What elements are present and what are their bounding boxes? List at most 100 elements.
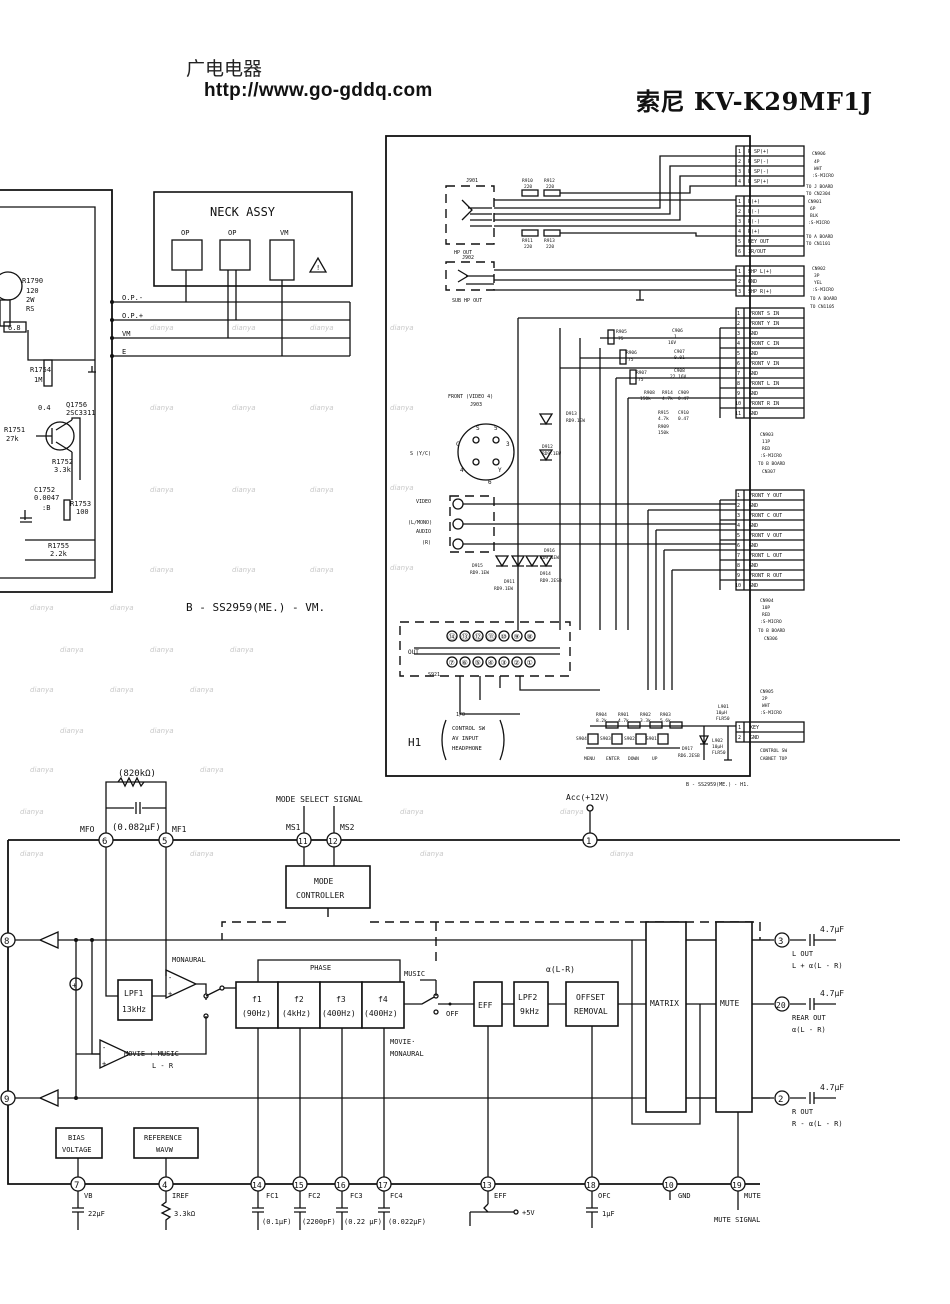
svg-text:WAVW: WAVW <box>156 1146 174 1154</box>
switch-terminal <box>472 630 484 642</box>
svg-text:AUDIO: AUDIO <box>416 529 431 535</box>
svg-text:L901: L901 <box>718 704 729 710</box>
svg-text:BLK: BLK <box>810 213 818 219</box>
mode-controller-label: MODE <box>314 877 333 886</box>
lpf1-label: LPF1 <box>124 989 143 998</box>
svg-text:CN903: CN903 <box>760 432 774 438</box>
svg-text:-: - <box>168 974 172 982</box>
svg-text:0.01: 0.01 <box>674 355 685 361</box>
svg-text:10: 10 <box>735 583 741 589</box>
svg-text:RD6.2ESB: RD6.2ESB <box>678 753 700 759</box>
svg-text:6: 6 <box>488 479 492 486</box>
svg-text:5: 5 <box>737 351 740 357</box>
svg-text:KEY: KEY <box>750 725 759 731</box>
pin-2: 2 <box>778 1095 783 1105</box>
eff-label: EFF <box>478 1001 493 1010</box>
svg-text:S904: S904 <box>576 736 587 742</box>
svg-text:S902: S902 <box>624 736 635 742</box>
h1-board-section: H1 CONTROL SW AV INPUT HEADPHONE B - SS2… <box>385 135 837 788</box>
monaural-label: MONAURAL <box>172 956 206 964</box>
svg-text:220: 220 <box>524 184 532 190</box>
c22-label: 22μF <box>88 1210 105 1218</box>
svg-text:dianya: dianya <box>400 808 424 816</box>
cap-r-out: 4.7μF <box>820 1083 844 1092</box>
svg-text:6P: 6P <box>810 206 816 212</box>
svg-text:2: 2 <box>737 503 740 509</box>
switch-terminal <box>511 656 523 668</box>
svg-text:R SP(+): R SP(+) <box>748 149 769 155</box>
r1752-label: R1752 <box>52 458 73 466</box>
svg-text:9: 9 <box>737 391 740 397</box>
svg-text:R909: R909 <box>658 424 669 430</box>
svg-text:D916: D916 <box>544 548 555 554</box>
fc1-label: FC1 <box>266 1192 279 1200</box>
svg-text:CN906: CN906 <box>812 151 826 157</box>
svg-text:11P: 11P <box>762 439 770 445</box>
svg-text:S: S <box>476 425 480 432</box>
svg-text:5.6k: 5.6k <box>660 718 671 724</box>
svg-text:FRONT V OUT: FRONT V OUT <box>749 533 782 539</box>
svg-text:dianya: dianya <box>310 324 334 332</box>
warning-icon <box>308 256 328 273</box>
svg-text:dianya: dianya <box>110 604 134 612</box>
svg-text:R907: R907 <box>636 370 647 376</box>
pin-19: 19 <box>732 1181 742 1190</box>
switch-terminal-label: ⑬ <box>462 633 469 641</box>
c022-label: (0.22 μF) <box>344 1218 382 1226</box>
c2200-label: (2200pF) <box>302 1218 336 1226</box>
svg-text:R902: R902 <box>640 712 651 718</box>
svg-text:GND: GND <box>749 391 758 397</box>
svg-text:YEL: YEL <box>814 280 822 286</box>
site-url[interactable]: http://www.go-gddq.com <box>204 80 433 101</box>
svg-text:100: 100 <box>76 508 89 516</box>
svg-text:R915: R915 <box>658 410 669 416</box>
svg-text:2SC3311: 2SC3311 <box>66 409 96 417</box>
switch-terminal <box>524 656 536 668</box>
svg-text:3.3k: 3.3k <box>54 466 72 474</box>
svg-text:OUT: OUT <box>408 649 419 656</box>
svg-text:1: 1 <box>738 149 741 155</box>
svg-text:GND: GND <box>749 331 758 337</box>
svg-text:2: 2 <box>738 209 741 215</box>
vb-label: VB <box>84 1192 92 1200</box>
svg-text:2: 2 <box>737 321 740 327</box>
r1755-label: R1755 <box>48 542 69 550</box>
svg-text:dianya: dianya <box>60 646 84 654</box>
svg-text:1: 1 <box>674 334 677 340</box>
svg-text:R901: R901 <box>618 712 629 718</box>
svg-text:4.7k: 4.7k <box>618 718 629 724</box>
pin-20: 20 <box>776 1001 786 1010</box>
pin-8: 8 <box>4 937 9 947</box>
alpha-lr-label: α(L-R) <box>546 965 575 974</box>
svg-text::S-MICRO: :S-MICRO <box>760 453 782 459</box>
svg-text:S901: S901 <box>646 736 657 742</box>
svg-text:dianya: dianya <box>190 686 214 694</box>
svg-text:CN905: CN905 <box>760 689 774 695</box>
pin-7: 7 <box>74 1181 79 1191</box>
svg-text:R912: R912 <box>544 178 555 184</box>
svg-text:WHT: WHT <box>762 703 770 709</box>
svg-text:TO CN1105: TO CN1105 <box>810 304 835 310</box>
pin-18: 18 <box>586 1181 596 1190</box>
svg-text:dianya: dianya <box>232 486 256 494</box>
svg-text:RED: RED <box>762 446 770 452</box>
svg-text:FRONT Y IN: FRONT Y IN <box>749 321 779 327</box>
svg-text:75: 75 <box>628 357 634 363</box>
f1-label: f1 <box>252 995 262 1004</box>
switch-terminal-label: ⑭ <box>449 633 456 641</box>
svg-text:R SP(-): R SP(-) <box>748 159 769 165</box>
r820-label: (820kΩ) <box>118 769 156 779</box>
switch-terminal-label: ⑨ <box>514 633 520 641</box>
svg-text:3: 3 <box>737 513 740 519</box>
svg-text:SUB HP OUT: SUB HP OUT <box>452 298 482 304</box>
pin-3: 3 <box>778 937 783 947</box>
svg-text:J901: J901 <box>466 178 478 184</box>
svg-text:75: 75 <box>618 336 624 342</box>
switch-terminal <box>459 656 471 668</box>
svg-text:+: + <box>168 990 172 998</box>
r-out-label: R OUT <box>792 1108 814 1116</box>
svg-text:4.7k: 4.7k <box>662 396 673 402</box>
switch-terminal <box>498 630 510 642</box>
